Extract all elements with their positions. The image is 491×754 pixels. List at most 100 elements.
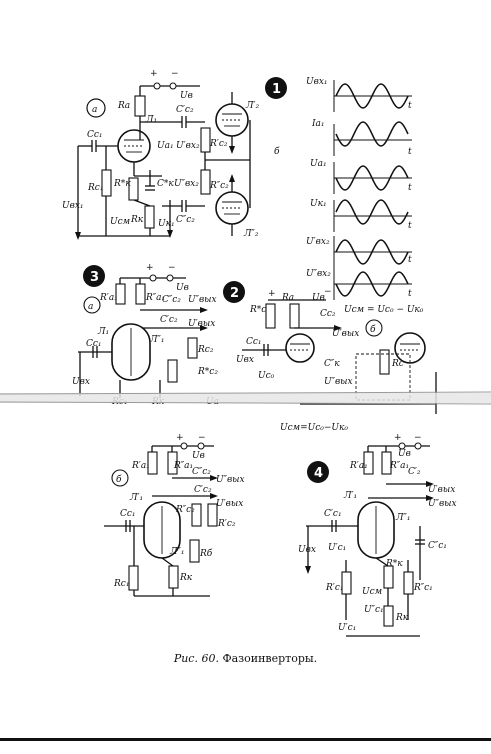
ra1pp-3b: R″а₁: [173, 461, 193, 471]
formula-2: Uсм = Uс₀ − Uк₀: [344, 305, 424, 315]
uvx1-label: Uвх₁: [62, 201, 84, 211]
wave-curve-2: [335, 165, 409, 191]
cc2p-label: C′с₂: [176, 105, 194, 115]
plus-2: +: [268, 289, 276, 299]
waveforms-1b: б Uвх₁ Iа₁ Uа₁ Uк₁ U′вх₂ U″вх₂ t t t t t…: [274, 77, 412, 300]
rc1-label: Rс₁: [87, 183, 103, 193]
uk1-label: Uк₁: [158, 219, 175, 229]
rc2p-3b: R′с₂: [217, 519, 236, 529]
ra1p-4: R′а₁: [349, 461, 368, 471]
uvyxp-3: U′вых: [188, 319, 215, 329]
cc2pp-label: C″с₂: [176, 215, 195, 225]
wave-curve-0: [335, 83, 409, 109]
cc2pp-3b: C″с₂: [192, 467, 211, 477]
cc1-3: Cс₁: [86, 339, 102, 349]
uc1p-4-bottom: U′с₁: [338, 623, 356, 633]
cc2pp-3: C″с₂: [162, 295, 181, 305]
cc2-2: Cс₂: [320, 309, 336, 319]
rc-2b-resistor: [379, 349, 390, 375]
wave-label-3: Uк₁: [310, 199, 327, 209]
cc1-label: Cс₁: [87, 130, 103, 140]
wave-curve-1: [335, 121, 409, 147]
figure-caption: Рис. 60. Фазоинверторы.: [0, 652, 491, 665]
uvx-3: Uвх: [72, 377, 90, 387]
wave-label-5: U″вх₂: [306, 269, 331, 279]
ra1pp-label: R″а₁: [145, 293, 165, 303]
uvyxpp-3b: U″вых: [216, 475, 245, 485]
circuit-2: + − Uв R*с Rа Cс₂ U′вых Uсм = Uс₀ − Uк₀ …: [236, 287, 437, 433]
uvyxp-4: U′вых: [428, 485, 455, 495]
t-label-3: t: [408, 221, 412, 231]
uc1p-4: U′с₁: [328, 543, 346, 553]
rc-2b: Rс: [391, 359, 404, 369]
uvx2p-label: U′вх₂: [176, 141, 200, 151]
ra-resistor: [134, 95, 146, 117]
rc2star-3: R*с₂: [197, 367, 218, 377]
wave-curve-3: [335, 199, 409, 225]
rc1-3b-resistor: [128, 565, 139, 591]
ub-4: Uв: [398, 449, 411, 459]
plus-4: +: [394, 433, 402, 443]
sub-label-b3: б: [116, 474, 122, 485]
caption-title: Фазоинверторы.: [222, 652, 318, 665]
rb-3b: Rб: [199, 548, 213, 559]
sub-label-a3: а: [88, 302, 93, 312]
rc2pp-3b-resistor: [191, 503, 202, 527]
rc2-resistor: [187, 337, 198, 359]
sub-label-b2: б: [370, 324, 376, 335]
rc2star-resistor: [167, 359, 178, 383]
rk-label: Rк: [130, 215, 144, 225]
minus-3b: −: [198, 433, 206, 443]
l1p-3b: Л′₁: [129, 493, 143, 503]
ucm-label: Uсм: [110, 217, 130, 227]
ra1pp-resistor: [135, 283, 146, 305]
t-label-2: t: [408, 183, 412, 193]
plus-sign: +: [150, 69, 158, 79]
caption-number: Рис. 60.: [173, 652, 219, 665]
badge-4: 4: [307, 461, 329, 483]
t-label-1: t: [408, 147, 412, 157]
badge-2-number: 2: [230, 286, 239, 301]
l1pp-3b: Л″₁: [169, 547, 184, 557]
rc2pp-label: R″с₂: [209, 181, 229, 191]
wave-label-4: U′вх₂: [306, 237, 330, 247]
ra-2: Rа: [281, 293, 294, 303]
rc1pp-4: R″с₁: [413, 583, 433, 593]
t-label-4: t: [408, 255, 412, 265]
cc1-2: Cс₁: [246, 337, 262, 347]
ck-label: C*к: [157, 179, 174, 189]
ra1p-label: R′а₁: [99, 293, 118, 303]
c2p-4: C′₂: [408, 467, 421, 477]
tube-2: [285, 333, 315, 363]
uvyxpp-4: U″вых: [428, 499, 457, 509]
wave-curve-4: [335, 239, 409, 265]
uvx-2: Uвх: [236, 355, 254, 365]
rc-star-resistor: [265, 303, 276, 329]
rk-star-4-resistor: [383, 565, 394, 589]
circuit-4: + − Uв R′а₁ R″а₁ C′₂ U′вых U″вых Л′₁ Л″₁…: [298, 433, 457, 637]
uvx2pp-label: U″вх₂: [174, 179, 199, 189]
rb-resistor: [189, 539, 200, 563]
l2p-label: Л′₂: [245, 101, 260, 111]
ub-3b: Uв: [192, 451, 205, 461]
page-bottom-rule: [0, 738, 491, 741]
ra1p-3b: R′а₁: [131, 461, 150, 471]
minus-4: −: [414, 433, 422, 443]
minus-3: −: [168, 263, 176, 273]
cc2p-3b: C′с₂: [194, 485, 212, 495]
rk-4: Rк: [395, 613, 409, 623]
ub-label: Uв: [180, 91, 193, 101]
uvyx-2: U′вых: [332, 329, 359, 339]
rk-star-label: R*к: [113, 179, 131, 189]
uvyxpp-2: U″вых: [324, 377, 353, 387]
formula2-2: Uсм=Uс₀−Uк₀: [280, 423, 348, 433]
rk-resistor: [144, 205, 155, 229]
rc2pp-resistor: [200, 169, 211, 195]
l1p-4: Л′₁: [343, 491, 357, 501]
minus-sign: −: [171, 69, 179, 79]
ucm-4: Uсм: [362, 587, 382, 597]
badge-3-number: 3: [90, 270, 99, 285]
wave-label-0: Uвх₁: [306, 77, 328, 87]
ub-2: Uв: [312, 293, 325, 303]
